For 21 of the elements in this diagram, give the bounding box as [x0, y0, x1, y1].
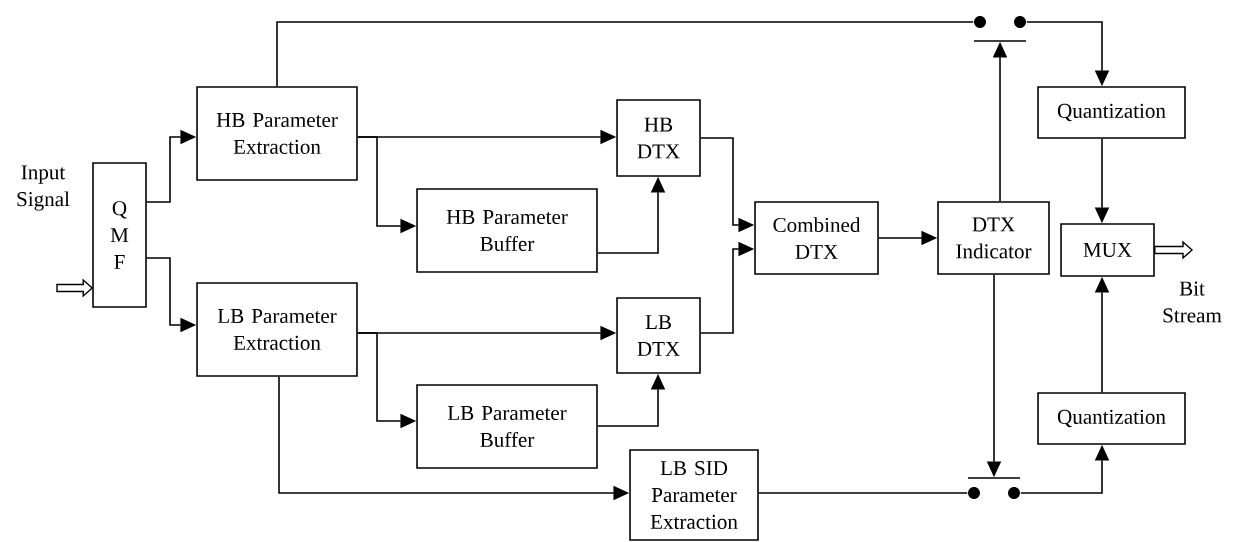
connector-line — [758, 492, 968, 494]
switch-symbol — [967, 477, 1021, 499]
arrow — [56, 278, 94, 298]
process-box: LB Parameter Buffer — [416, 384, 598, 469]
arrow — [1154, 240, 1194, 260]
text-label: Bit Stream — [1163, 281, 1222, 323]
process-box: HB Parameter Buffer — [416, 188, 598, 273]
process-box: HB Parameter Extraction — [196, 86, 358, 181]
process-box: LB DTX — [616, 297, 701, 374]
process-box: Combined DTX — [754, 201, 879, 275]
process-box: Q M F — [92, 162, 147, 308]
process-box: Quantization — [1037, 392, 1186, 445]
process-box: Quantization — [1037, 86, 1186, 139]
text-label: Input Signal — [17, 165, 70, 211]
process-box: HB DTX — [616, 99, 701, 177]
process-box: MUX — [1060, 223, 1155, 277]
process-box: LB Parameter Extraction — [196, 282, 358, 377]
connector-line — [276, 21, 974, 88]
switch-symbol — [973, 16, 1027, 42]
process-box: DTX Indicator — [937, 201, 1050, 275]
process-box: LB SID Parameter Extraction — [629, 449, 759, 541]
